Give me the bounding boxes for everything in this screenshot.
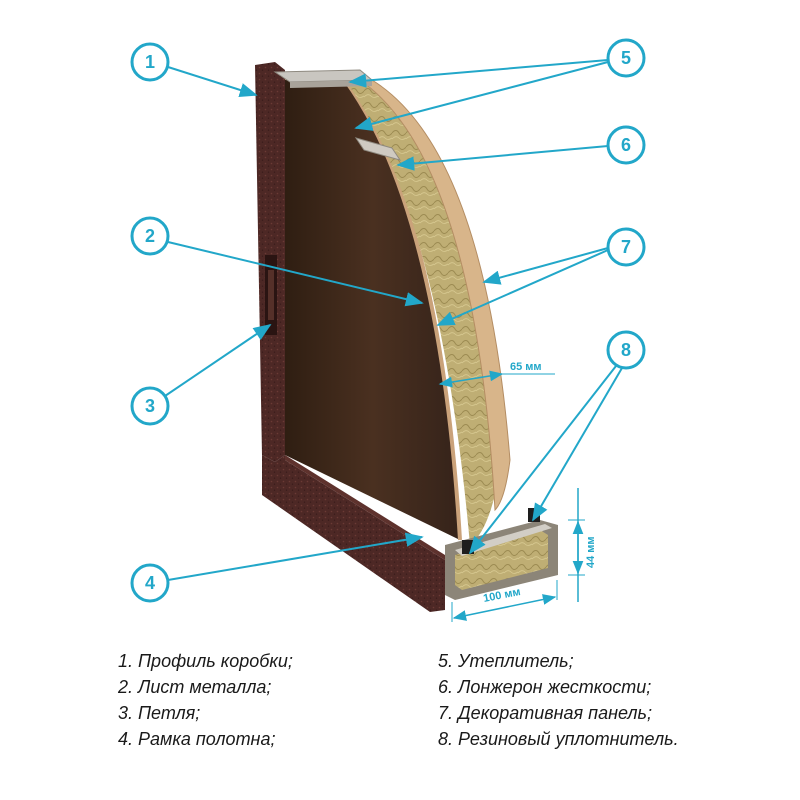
leader-8b [532,367,623,522]
legend-item-4: 4. Рамка полотна; [118,729,276,749]
rubber-seal-left [462,540,474,554]
dimension-height: 44 мм [568,488,597,602]
legend-column-left: 1. Профиль коробки; 2. Лист металла; 3. … [118,648,293,752]
bottom-profile [445,508,558,600]
leader-7b [436,249,609,326]
callout-3: 3 [130,386,170,426]
callout-4: 4 [130,563,170,603]
svg-text:7: 7 [621,237,631,257]
leader-8a [468,365,617,555]
svg-text:1: 1 [145,52,155,72]
legend-item-2: 2. Лист металла; [118,677,272,697]
svg-text:3: 3 [145,396,155,416]
legend-item-6: 6. Лонжерон жесткости; [438,677,652,697]
dimension-height-label: 44 мм [585,536,597,568]
callout-6: 6 [606,125,646,165]
callout-1: 1 [130,42,170,82]
callout-8: 8 [606,330,646,370]
leader-2 [167,241,424,307]
insulation-layer [345,80,500,545]
leader-6 [396,145,609,171]
callout-5: 5 [606,38,646,78]
legend-item-7: 7. Декоративная панель; [438,703,653,723]
legend-item-3: 3. Петля; [118,703,201,723]
leader-3 [164,323,272,397]
legend-item-1: 1. Профиль коробки; [118,651,293,671]
legend: 1. Профиль коробки; 2. Лист металла; 3. … [0,648,800,788]
door-cross-section-diagram: 1 2 3 4 5 6 7 8 [130,38,646,622]
svg-text:8: 8 [621,340,631,360]
door-leaf-panel [284,76,462,541]
leader-1 [167,66,258,97]
legend-column-right: 5. Утеплитель; 6. Лонжерон жесткости; 7.… [438,648,679,752]
dimension-thickness-label: 65 мм [510,361,542,373]
leader-7a [482,247,609,285]
svg-text:6: 6 [621,135,631,155]
hinge [265,255,277,335]
leader-4 [167,532,424,581]
svg-text:5: 5 [621,48,631,68]
callout-2: 2 [130,216,170,256]
dimension-thickness: 65 мм [438,361,555,388]
svg-text:2: 2 [145,226,155,246]
leader-5b [354,61,609,131]
legend-item-5: 5. Утеплитель; [438,651,574,671]
leader-5a [348,59,609,88]
leader-lines [164,59,623,581]
decorative-panel [358,79,511,512]
callout-7: 7 [606,227,646,267]
svg-text:4: 4 [145,573,155,593]
legend-item-8: 8. Резиновый уплотнитель. [438,729,679,749]
